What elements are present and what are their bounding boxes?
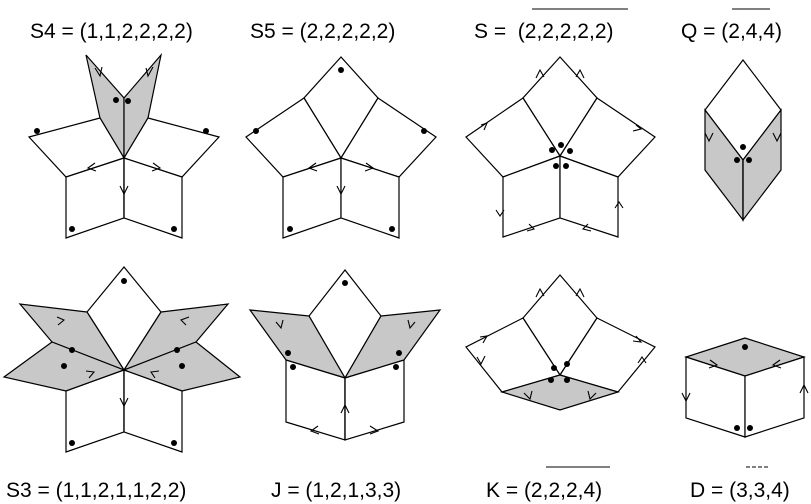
caption-d: D = (3,3,4) [690, 479, 790, 502]
k-arrow [637, 356, 647, 364]
s4-arrow-mid-left [86, 162, 97, 172]
d-arrow [681, 392, 691, 403]
diagram-s5 [245, 56, 437, 239]
k-shaded-bottom [499, 374, 621, 411]
s-arrow [480, 122, 488, 131]
s4-dot [203, 128, 209, 134]
s-dot [549, 147, 555, 153]
k-arrow [587, 390, 597, 401]
diagram-j [248, 269, 442, 441]
s3-arrow [119, 397, 129, 408]
s5-tile-bottom-right [340, 157, 400, 239]
s3-dot [61, 363, 67, 369]
s-tile-bottom-right [559, 155, 619, 238]
s4-dot [171, 226, 177, 232]
s3-arrow [180, 316, 190, 326]
s-arrow [526, 223, 536, 232]
diagram-d [681, 337, 809, 438]
diagram-k [465, 274, 656, 411]
s-dot [567, 148, 573, 154]
j-arrow [309, 425, 320, 435]
j-arrow [275, 319, 284, 330]
s4-arrow-top-right [145, 66, 154, 78]
s4-arrow-mid-right [151, 162, 162, 172]
s-arrow [535, 68, 545, 79]
d-dot [747, 425, 753, 431]
s3-dot [179, 363, 185, 369]
caption-q: Q = (2,4,4) [681, 20, 782, 43]
d-dot [734, 425, 740, 431]
k-dot [551, 365, 557, 371]
caption-s3: S3 = (1,1,2,1,1,2,2) [6, 479, 186, 502]
k-arrow [523, 390, 533, 401]
s-arrow [495, 209, 505, 217]
k-dot [548, 377, 554, 383]
j-arrow [340, 403, 350, 414]
s3-dot [69, 347, 75, 353]
caption-s4: S4 = (1,1,2,2,2,2) [30, 20, 193, 43]
s5-dot [253, 128, 259, 134]
s-arrow [632, 124, 643, 132]
s5-dot [287, 226, 293, 232]
s5-dot [338, 67, 344, 73]
s5-dot [389, 226, 395, 232]
k-arrow [535, 287, 545, 298]
diagram-s4 [27, 52, 221, 239]
k-arrow [575, 287, 585, 298]
s-arrow [575, 68, 585, 79]
caption-k: K = (2,2,2,4) [486, 479, 602, 502]
s4-arrow-top-left [94, 66, 103, 78]
s4-dot [113, 97, 119, 103]
q-arrow [704, 132, 714, 143]
q-arrow [772, 132, 782, 143]
j-arrow [407, 319, 416, 330]
k-dot [564, 377, 570, 383]
s5-arrow-center [336, 185, 346, 196]
d-arrow [799, 383, 809, 394]
q-dot [734, 157, 740, 163]
s3-dot [121, 278, 127, 284]
j-dot [285, 350, 291, 356]
s3-dot [174, 347, 180, 353]
s-arrow [581, 223, 592, 232]
j-dot [396, 350, 402, 356]
s-dot [563, 163, 569, 169]
k-arrow [476, 355, 486, 366]
diagram-s3 [2, 266, 242, 453]
s5-arrow-right [364, 162, 375, 172]
caption-s: S = (2,2,2,2,2) [474, 20, 614, 43]
s-arrow [614, 201, 624, 209]
k-arrow [632, 335, 643, 343]
diagram-q [704, 59, 782, 222]
s4-dot [69, 226, 75, 232]
s3-dot [171, 440, 177, 446]
j-dot [393, 364, 399, 370]
s3-arrow [150, 370, 160, 379]
s-dot [553, 163, 559, 169]
k-dot [564, 361, 570, 367]
q-dot [740, 144, 746, 150]
q-dot [746, 157, 752, 163]
d-dot [742, 344, 748, 350]
d-arrow [708, 359, 719, 369]
s3-arrow [56, 316, 66, 326]
j-dot [290, 364, 296, 370]
j-arrow [369, 425, 380, 435]
s-dot [558, 142, 564, 148]
d-tile-right [744, 356, 805, 438]
s4-dot [125, 98, 131, 104]
diagram-s [465, 56, 656, 238]
s5-dot [421, 128, 427, 134]
d-arrow [771, 359, 782, 369]
caption-s5: S5 = (2,2,2,2,2) [250, 20, 395, 43]
s5-arrow-left [307, 162, 318, 172]
j-dot [342, 280, 348, 286]
s4-dot [34, 128, 40, 134]
s3-dot [69, 440, 75, 446]
caption-j: J = (1,2,1,3,3) [271, 479, 401, 502]
s3-arrow [85, 370, 96, 379]
k-arrow [479, 335, 489, 344]
